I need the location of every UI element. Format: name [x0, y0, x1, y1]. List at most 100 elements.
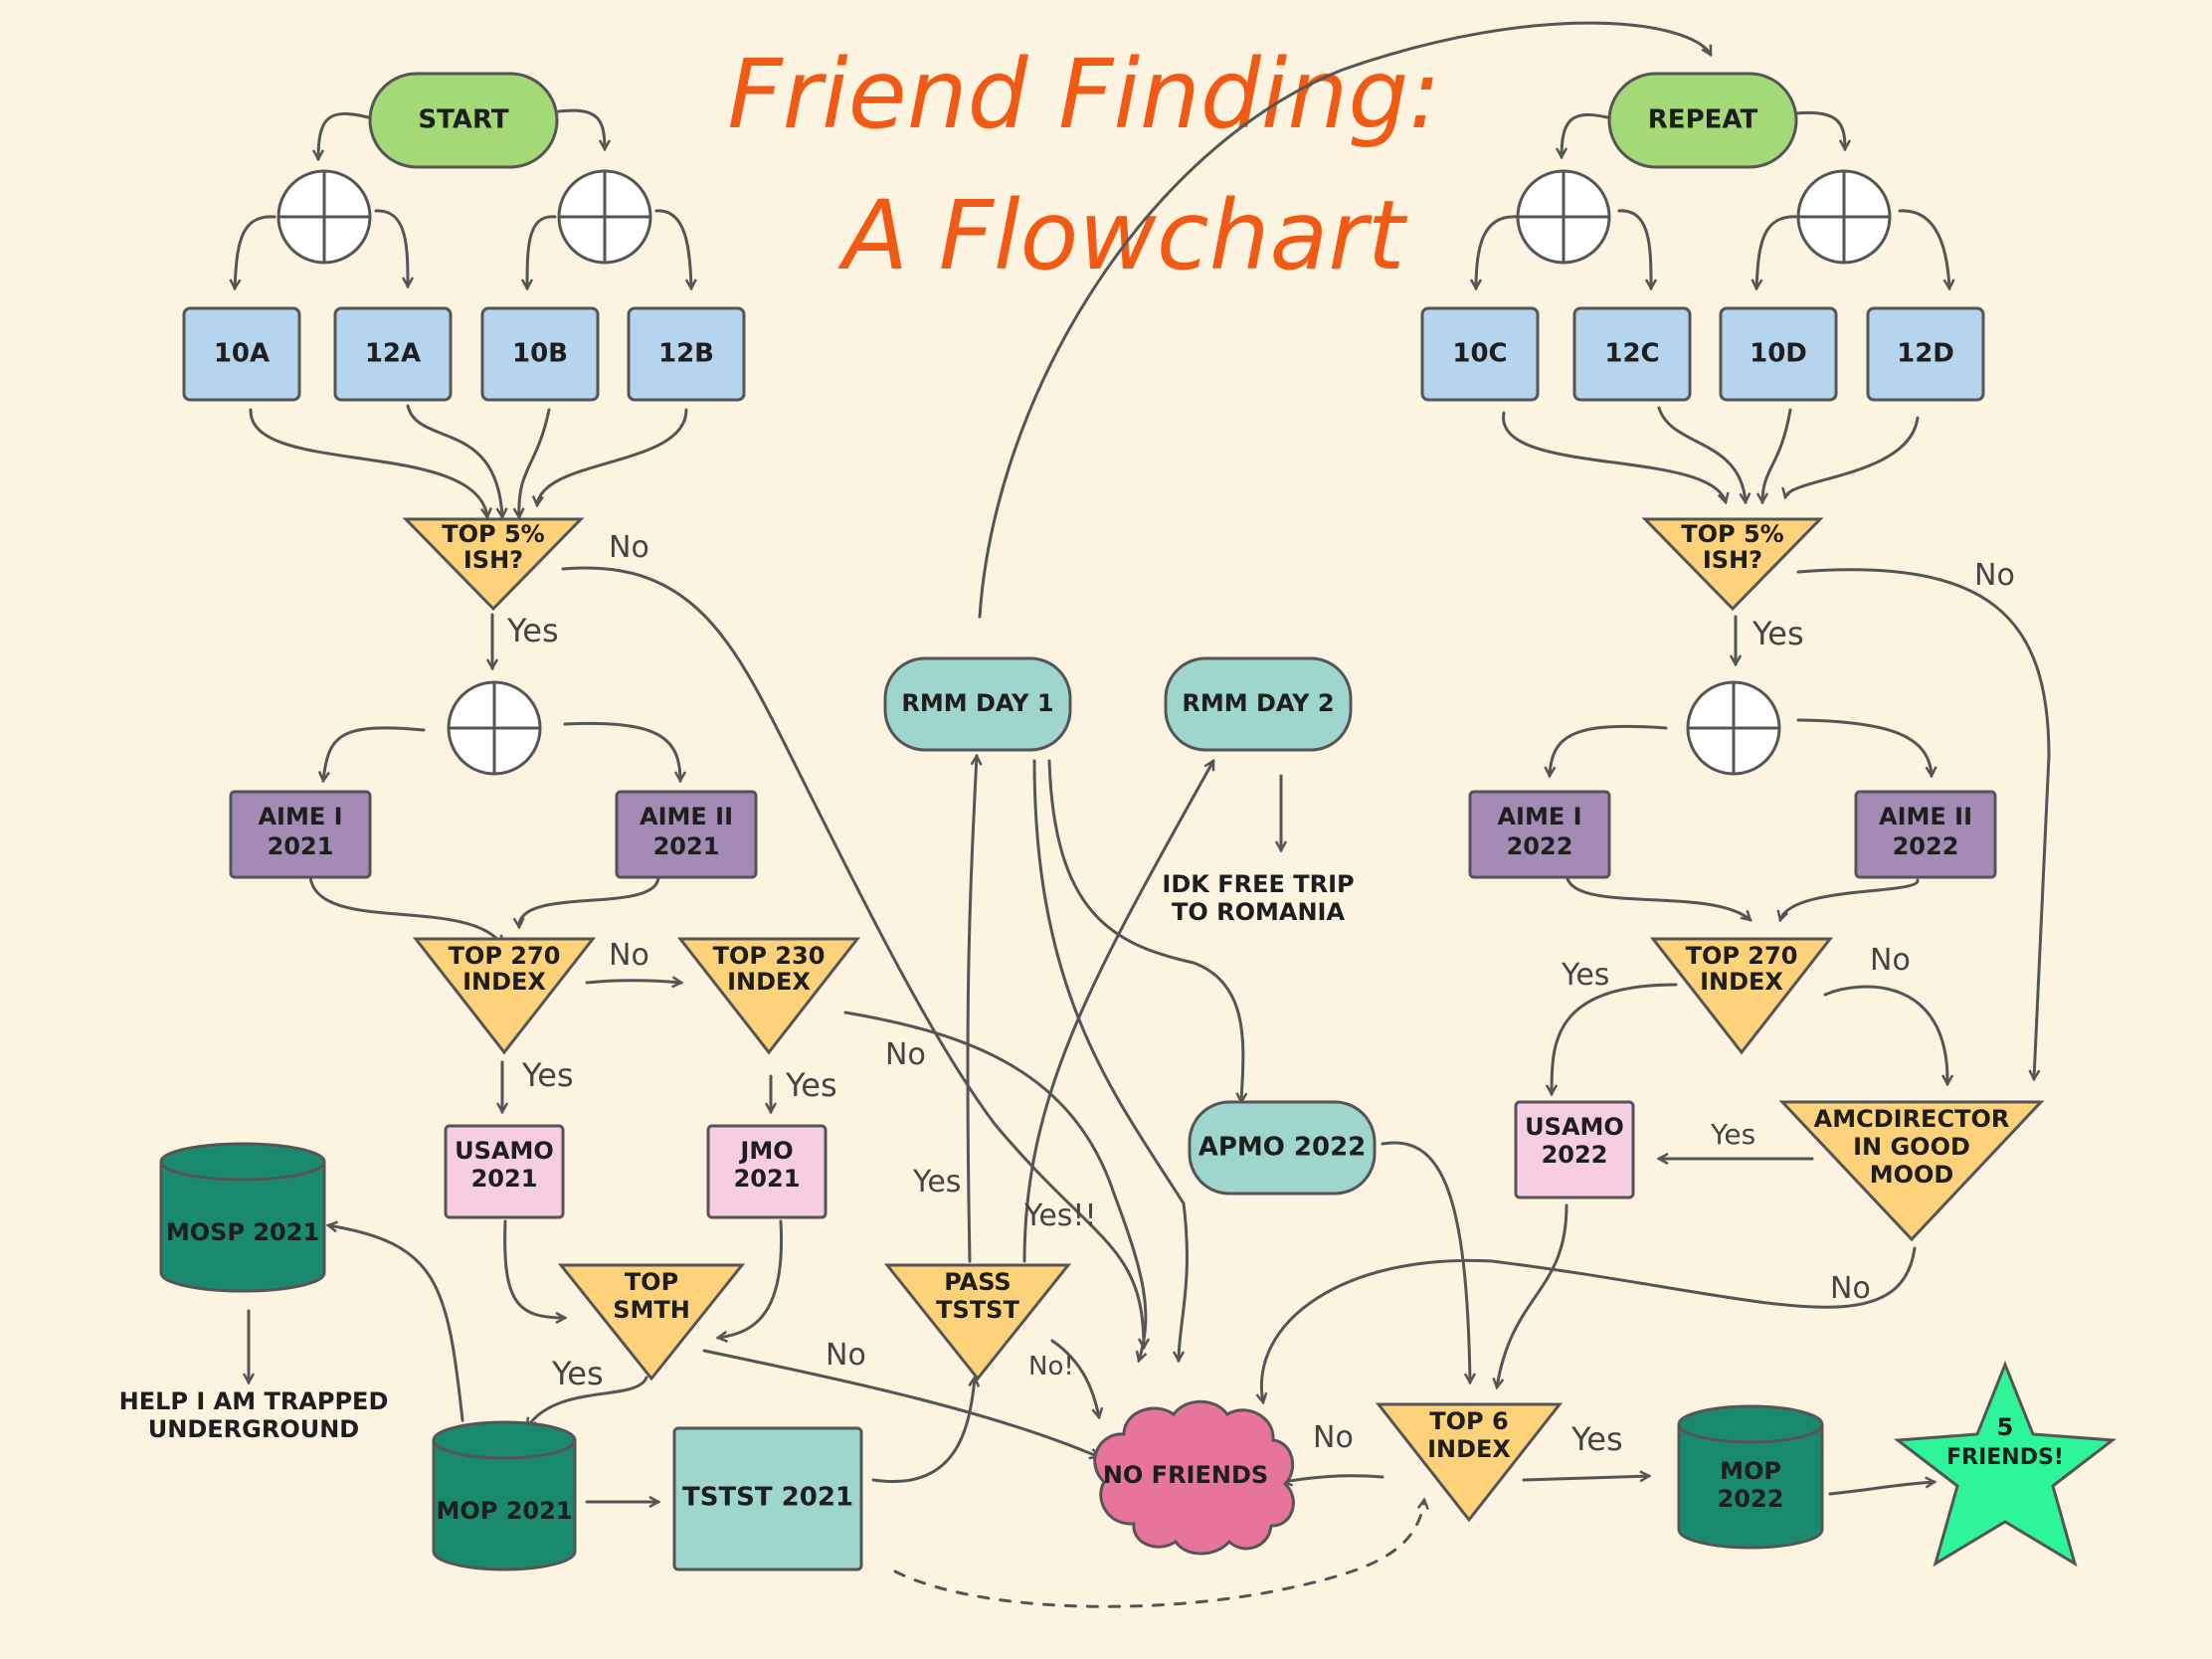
box-usamo-2022 [1514, 1100, 1635, 1199]
parallel-gateway [557, 169, 652, 265]
five-friends-line2: FRIENDS! [1946, 1445, 2064, 1470]
top270-left: TOP 270 INDEX [412, 937, 597, 1055]
label-yes-top5-right: Yes [1751, 615, 1804, 652]
top5-right-line1: TOP 5% [1681, 520, 1783, 548]
box-12a [333, 306, 453, 402]
parallel-gateway [447, 680, 542, 776]
label-yes-top5-left: Yes [506, 612, 559, 649]
top6: TOP 6 INDEX [1375, 1402, 1564, 1523]
top230-line1: TOP 230 [713, 942, 826, 970]
tstst-2021-label: TSTST 2021 [682, 1483, 853, 1513]
rmm-day-1-label: RMM DAY 1 [901, 689, 1053, 717]
top230: TOP 230 INDEX [676, 937, 861, 1055]
box-tstst-2021 [672, 1426, 863, 1571]
jmo-2021-line1: JMO [738, 1137, 793, 1165]
topsmth-line1: TOP [625, 1268, 678, 1296]
label-yes-top270-left: Yes [521, 1056, 574, 1094]
top270-left-line2: INDEX [462, 968, 546, 996]
label-no-excl-pass-tstst: No! [1028, 1352, 1074, 1382]
topsmth-line2: SMTH [613, 1296, 690, 1324]
label-12b: 12B [658, 339, 714, 369]
mop-2022-shape [1677, 1424, 1824, 1550]
division-boxes: 10A 12A 10B 12B 10C 12C 10D 12D [182, 306, 1985, 402]
top270-left-line1: TOP 270 [449, 942, 561, 970]
box-jmo-2021 [706, 1124, 828, 1219]
top270-right-shape [1649, 937, 1834, 1055]
box-12b [627, 306, 746, 402]
aime2-2021-line1: AIME II [640, 803, 733, 830]
aime-boxes: AIME I 2021 AIME II 2021 AIME I 2022 AIM… [229, 790, 1997, 879]
mop-2022: MOP 2022 [1677, 1404, 1824, 1550]
mop-2022-line2: 2022 [1718, 1485, 1784, 1513]
rmm-day-2-label: RMM DAY 2 [1182, 689, 1334, 717]
trapped-note-line1: HELP I AM TRAPPED [119, 1387, 389, 1415]
box-aime2-2021 [615, 790, 758, 879]
start-label: START [418, 105, 508, 135]
top270-left-shape [412, 937, 597, 1055]
top5-right: TOP 5% ISH? [1641, 517, 1824, 612]
label-no-top270-left: No [609, 938, 649, 973]
parallel-circles [276, 169, 1892, 776]
mosp-2021: MOSP 2021 [159, 1142, 326, 1293]
label-12c: 12C [1604, 339, 1659, 369]
five-friends-star-shape [1893, 1360, 2118, 1567]
amcdirector-shape [1778, 1100, 2045, 1242]
pass-tstst: PASS TSTST [883, 1263, 1072, 1382]
parallel-gateway [1796, 169, 1892, 265]
label-yes-amcdirector: Yes [1710, 1118, 1755, 1151]
label-no-top6: No [1313, 1420, 1354, 1455]
parallel-gateway [1516, 169, 1611, 265]
box-10a [182, 306, 301, 402]
jmo-2021-line2: 2021 [734, 1165, 801, 1193]
pass-tstst-shape [883, 1263, 1072, 1382]
top6-shape [1375, 1402, 1564, 1523]
aime1-2022-line2: 2022 [1507, 832, 1573, 860]
label-no-top5-left: No [609, 530, 649, 565]
box-12c [1572, 306, 1692, 402]
mop-2022-line1: MOP [1720, 1457, 1781, 1485]
label-yes-pass-tstst: Yes [912, 1165, 961, 1199]
mop-2021-label: MOP 2021 [436, 1497, 572, 1525]
top5-left: TOP 5% ISH? [402, 517, 585, 612]
box-10b [480, 306, 600, 402]
label-no-top5-right: No [1974, 558, 2015, 593]
aime1-2021-line1: AIME I [258, 803, 342, 830]
box-aime1-2021 [229, 790, 372, 879]
label-yes-top230: Yes [785, 1066, 837, 1104]
apmo-2022-shape [1188, 1100, 1377, 1196]
mop-2021-shape [432, 1440, 577, 1571]
five-friends-line1: 5 [1997, 1413, 2014, 1441]
topsmth: TOP SMTH [557, 1263, 746, 1382]
no-friends: NO FRIENDS [1093, 1399, 1295, 1556]
parallel-gateway [1686, 680, 1781, 776]
aime2-2022-line2: 2022 [1893, 832, 1959, 860]
usamo-jmo: USAMO 2021 JMO 2021 USAMO 2022 [444, 1100, 1635, 1219]
label-10c: 10C [1452, 339, 1507, 369]
top5-left-line1: TOP 5% [442, 520, 544, 548]
usamo-2021-line2: 2021 [471, 1165, 538, 1193]
aime2-2021-line2: 2021 [653, 832, 720, 860]
label-12a: 12A [365, 339, 421, 369]
top270-right-line2: INDEX [1700, 968, 1783, 996]
topsmth-shape [557, 1263, 746, 1382]
aime1-2022-line1: AIME I [1497, 803, 1581, 830]
rmm-day-2: RMM DAY 2 [1164, 656, 1353, 752]
amcdirector-line1: AMCDIRECTOR [1814, 1105, 2010, 1133]
top6-line1: TOP 6 [1429, 1407, 1508, 1435]
no-friends-label: NO FRIENDS [1103, 1461, 1268, 1489]
start-node: START [368, 72, 559, 169]
mosp-2021-shape [159, 1162, 326, 1293]
label-yes-top270-right: Yes [1561, 958, 1609, 993]
box-10d [1719, 306, 1838, 402]
top5-left-line2: ISH? [463, 546, 523, 574]
rmm-day-1: RMM DAY 1 [883, 656, 1072, 752]
trapped-note-line2: UNDERGROUND [148, 1415, 359, 1443]
title-line-2: A Flowchart [837, 180, 1408, 291]
usamo-2021-line1: USAMO [455, 1137, 554, 1165]
label-yes-topsmth: Yes [551, 1355, 604, 1392]
romania-note-line1: IDK FREE TRIP [1162, 870, 1354, 898]
apmo-2022-label: APMO 2022 [1198, 1133, 1367, 1163]
five-friends: 5 FRIENDS! [1893, 1360, 2118, 1567]
apmo-2022: APMO 2022 [1188, 1100, 1377, 1196]
